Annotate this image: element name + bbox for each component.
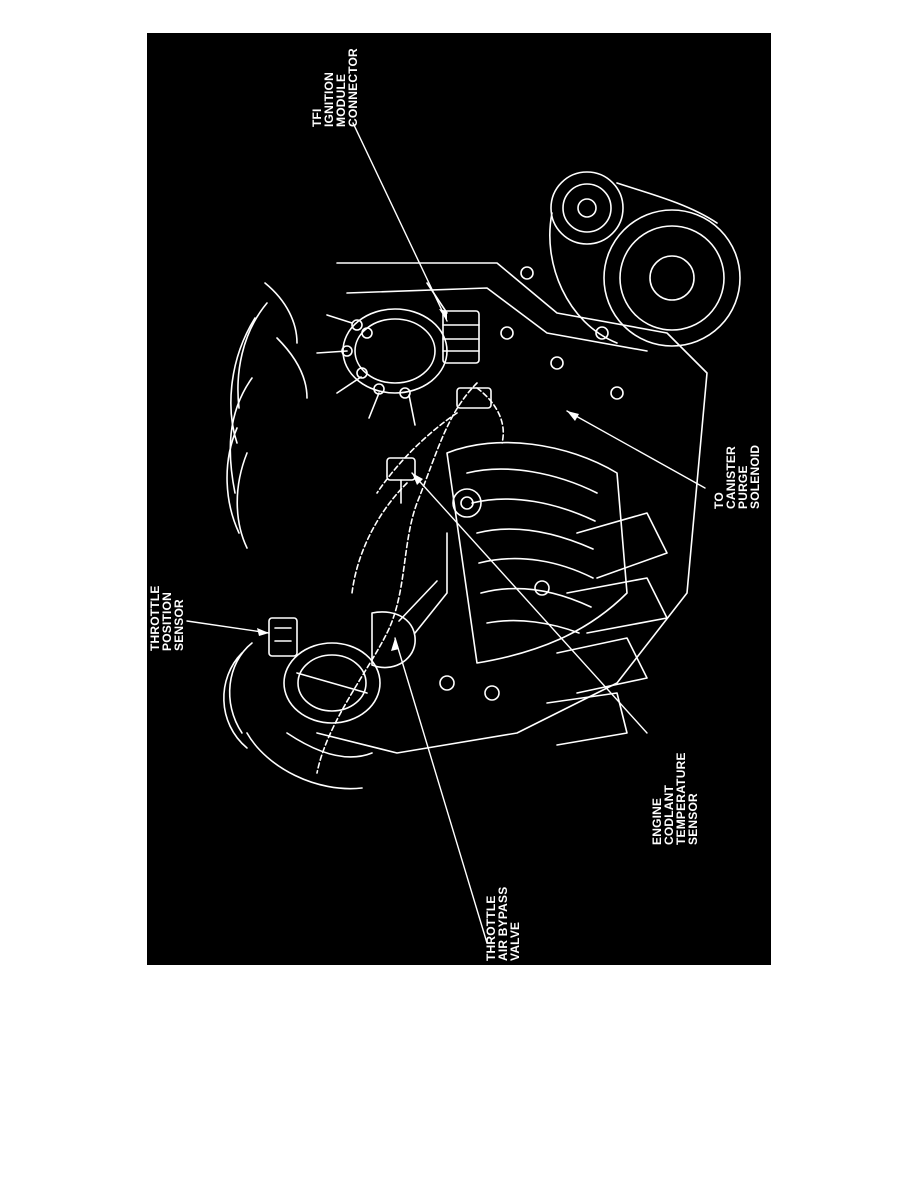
label-throttle-air-bypass-valve: THROTTLE AIR BYPASS VALVE [484,886,522,961]
label-canister-purge-solenoid: TO CANISTER PURGE SOLENOID [712,444,762,509]
label-tfi-ignition-module-connector: TFI IGNITION MODULE CONNECTOR [310,48,360,127]
canister-purge-connector [456,387,492,409]
throttle-position-sensor [268,617,298,657]
pulleys [549,171,741,347]
tfi-module-connector [426,282,480,364]
engine-bolts [439,266,624,701]
coolant-temp-sensor [386,457,416,504]
distributor [316,308,448,426]
engine-diagram: TFI IGNITION MODULE CONNECTOR THROTTLE P… [147,33,771,965]
label-engine-coolant-temperature-sensor: ENGINE CODLANT TEMPERATURE SENSOR [650,752,700,845]
throttle-body [223,642,381,790]
label-throttle-position-sensor: THROTTLE POSITION SENSOR [148,585,186,651]
air-bypass-valve [371,532,448,669]
exhaust-manifold [546,512,668,746]
callout-leaders [186,122,706,944]
engine-illustration [186,122,741,944]
intake-runners [226,282,308,549]
wiring-harness [316,382,504,774]
